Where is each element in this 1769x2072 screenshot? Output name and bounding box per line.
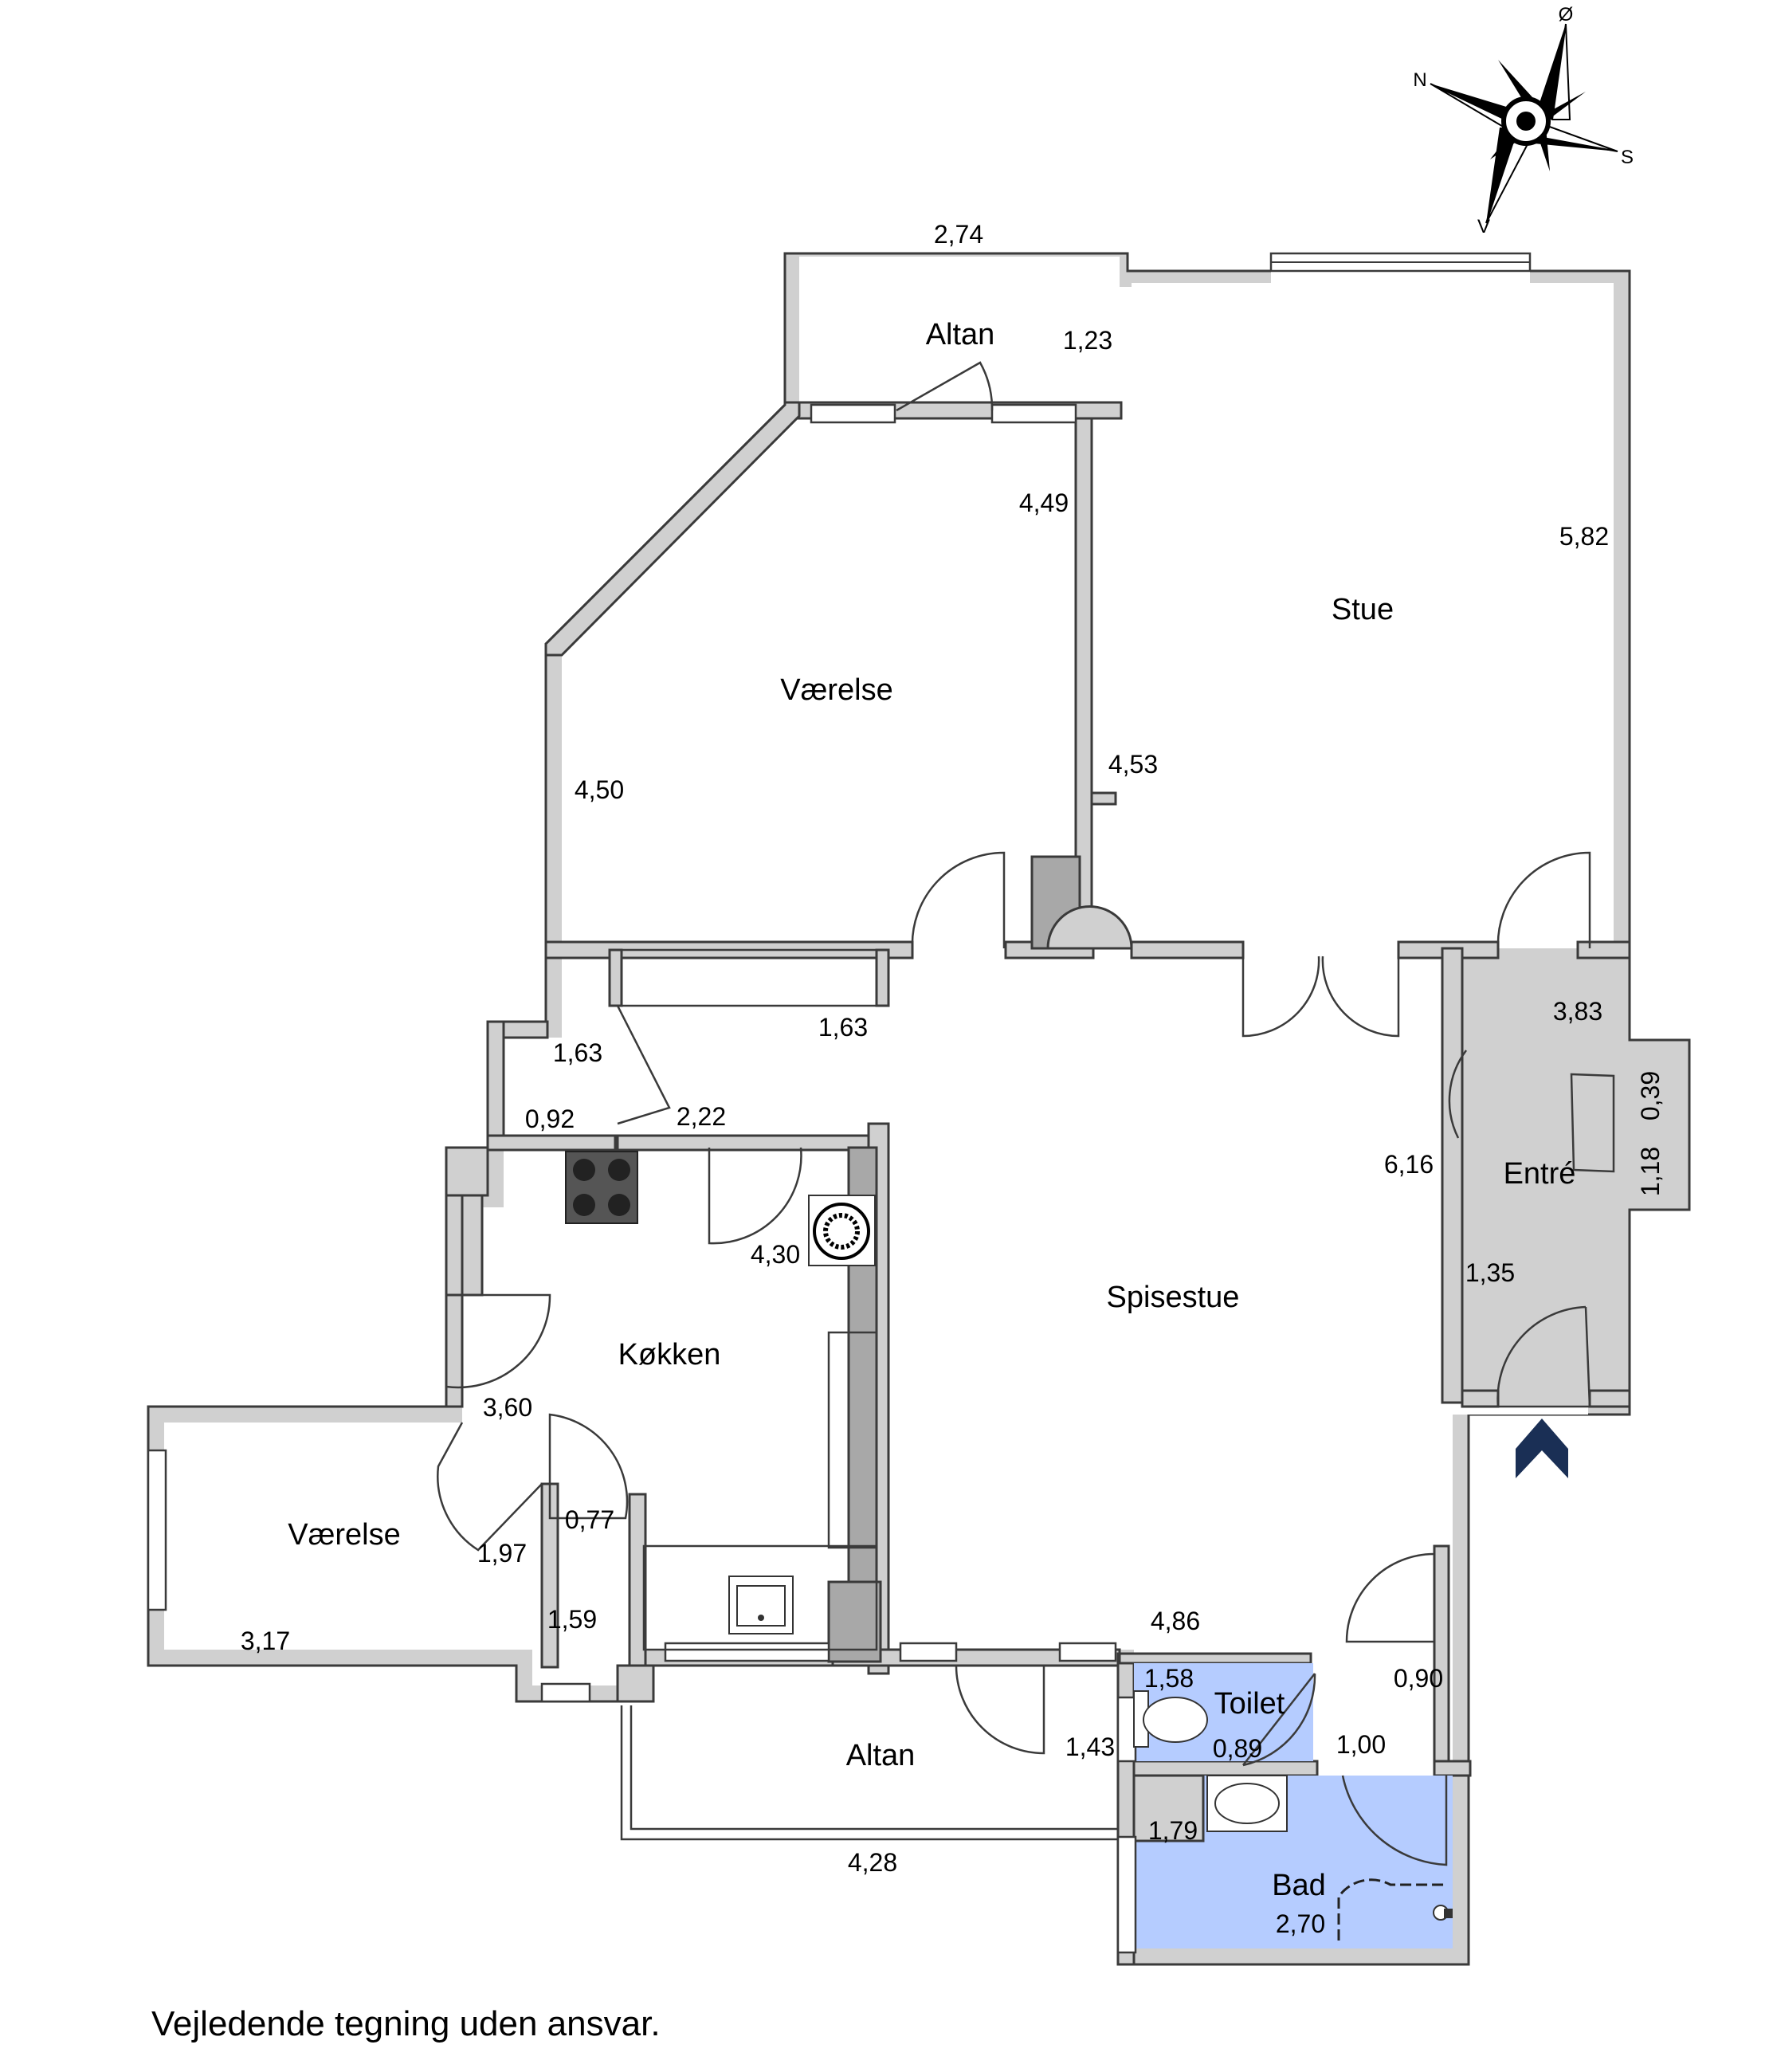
disclaimer-text: Vejledende tegning uden ansvar. <box>151 2004 661 2043</box>
dim-toilet-width: 1,58 <box>1144 1664 1194 1693</box>
altan-railing <box>620 1705 1118 1841</box>
room-label-spisestue: Spisestue <box>1107 1281 1240 1314</box>
dim-vaerelse-upper-left: 4,50 <box>575 775 624 804</box>
dim-spisestue-width: 4,86 <box>1151 1607 1200 1635</box>
dimension-labels: 2,74 1,23 4,49 4,50 5,82 4,53 1,63 1,63 … <box>241 220 1665 1938</box>
dim-kokken-width: 3,60 <box>483 1393 532 1422</box>
room-label-vaerelse-upper: Værelse <box>780 673 893 707</box>
dim-altan-top-width: 2,74 <box>934 220 983 249</box>
counter-bottom <box>642 1544 878 1651</box>
dim-entre-closet-depth: 0,39 <box>1636 1071 1665 1120</box>
dim-vaerelse-upper-right: 4,49 <box>1019 489 1069 517</box>
dim-closet-width: 1,63 <box>553 1038 602 1067</box>
shower-outline <box>1337 1878 1446 1941</box>
dim-altan-bottom-width: 4,28 <box>848 1848 897 1877</box>
dim-bad-depth: 1,79 <box>1148 1816 1198 1845</box>
fan-icon <box>808 1195 876 1266</box>
room-label-stue: Stue <box>1332 593 1394 626</box>
dim-hall-length: 1,59 <box>547 1605 597 1634</box>
door-swings <box>437 361 1615 1866</box>
dim-entre-width: 3,83 <box>1553 997 1602 1026</box>
dim-closet-depth: 0,92 <box>525 1105 575 1133</box>
entrance-arrow-icon <box>1516 1419 1568 1478</box>
stove-icon <box>565 1151 638 1224</box>
windows <box>147 252 1532 1954</box>
dim-altan-bottom-depth: 1,43 <box>1065 1733 1115 1761</box>
room-label-altan-bottom: Altan <box>846 1739 916 1772</box>
dim-bad-width: 2,70 <box>1276 1909 1325 1938</box>
room-label-bad: Bad <box>1272 1869 1326 1902</box>
dim-bath-door: 1,00 <box>1336 1730 1386 1759</box>
compass-west-label: V <box>1477 216 1490 237</box>
dim-stue-left: 4,53 <box>1108 750 1158 779</box>
room-label-toilet: Toilet <box>1214 1687 1285 1721</box>
dim-corridor-width: 1,63 <box>818 1013 868 1042</box>
dim-entre-closet-width: 1,18 <box>1636 1147 1665 1196</box>
dim-passage-width: 0,90 <box>1394 1664 1443 1693</box>
toilet-icon <box>1133 1690 1208 1748</box>
dim-entre-depth: 1,35 <box>1465 1258 1515 1287</box>
shower-tap-icon <box>1433 1905 1453 1921</box>
dim-toilet-depth: 0,89 <box>1213 1734 1262 1763</box>
dim-hall-width: 0,77 <box>565 1505 614 1534</box>
dim-spisestue-height: 6,16 <box>1384 1150 1434 1179</box>
room-label-vaerelse-lower: Værelse <box>288 1518 401 1552</box>
washbasin-icon <box>1206 1775 1288 1832</box>
dim-stue-right: 5,82 <box>1559 522 1609 551</box>
compass-north-label: N <box>1413 69 1426 91</box>
sink-icon <box>728 1576 794 1634</box>
dim-kokken-depth: 4,30 <box>751 1240 800 1269</box>
dim-altan-top-depth: 1,23 <box>1063 326 1112 355</box>
walls <box>147 252 1691 1966</box>
dim-closet-diag: 2,22 <box>677 1102 726 1131</box>
dim-vaerelse-lower-depth: 1,97 <box>477 1539 527 1568</box>
room-label-entre: Entré <box>1504 1157 1576 1191</box>
compass-rose-icon: Ø N S V <box>1413 4 1634 237</box>
room-label-altan-top: Altan <box>926 318 995 351</box>
dim-vaerelse-lower-width: 3,17 <box>241 1627 290 1655</box>
counter <box>827 1331 878 1549</box>
room-label-kokken: Køkken <box>618 1338 721 1372</box>
compass-south-label: S <box>1621 147 1634 168</box>
compass-east-label: Ø <box>1559 4 1574 26</box>
